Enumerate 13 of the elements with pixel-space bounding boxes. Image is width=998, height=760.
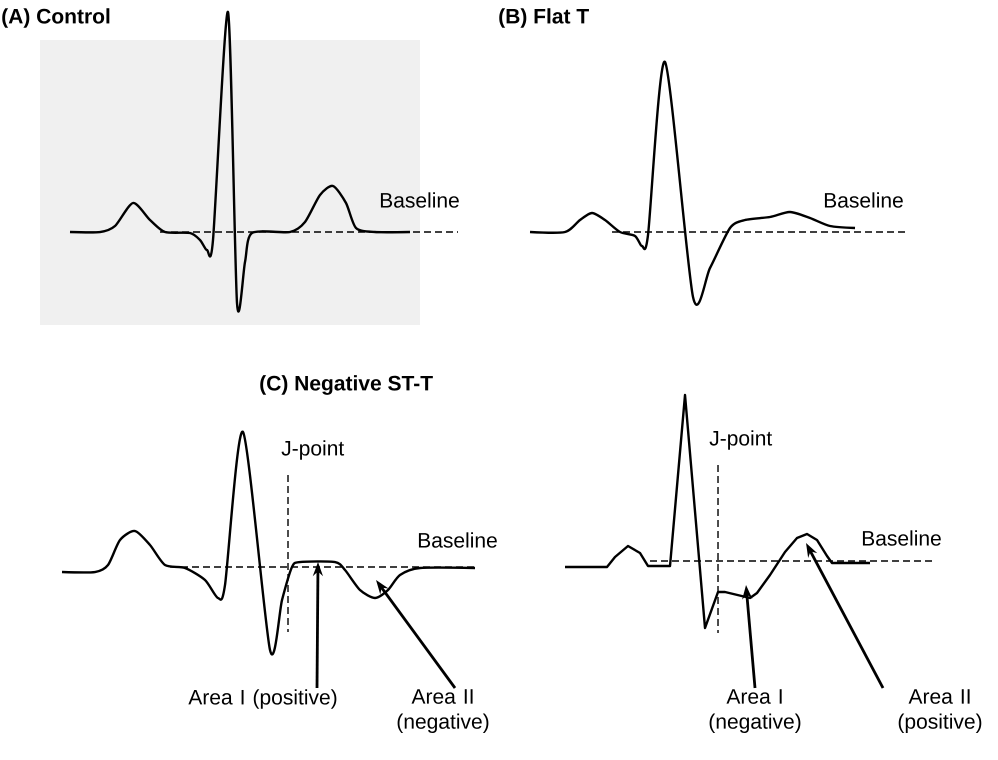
area-label: Area I (negative) [710,689,800,734]
area-label: Area II (positive) [898,689,982,734]
wave-label: Baseline [418,532,497,548]
panel-title: (A) Control [2,8,110,28]
panel-title: (C) Negative ST-T [260,375,433,395]
wave-label: Baseline [862,530,941,546]
panel-title: (B) Flat T [499,8,589,28]
wave-label: J-point [282,440,344,460]
area-label: Area I (positive) [188,689,336,709]
wave-label: Baseline [824,192,903,208]
wave-label: Baseline [380,192,459,208]
wave-label: J-point [710,430,772,450]
area-label: Area II (negative) [398,689,488,734]
